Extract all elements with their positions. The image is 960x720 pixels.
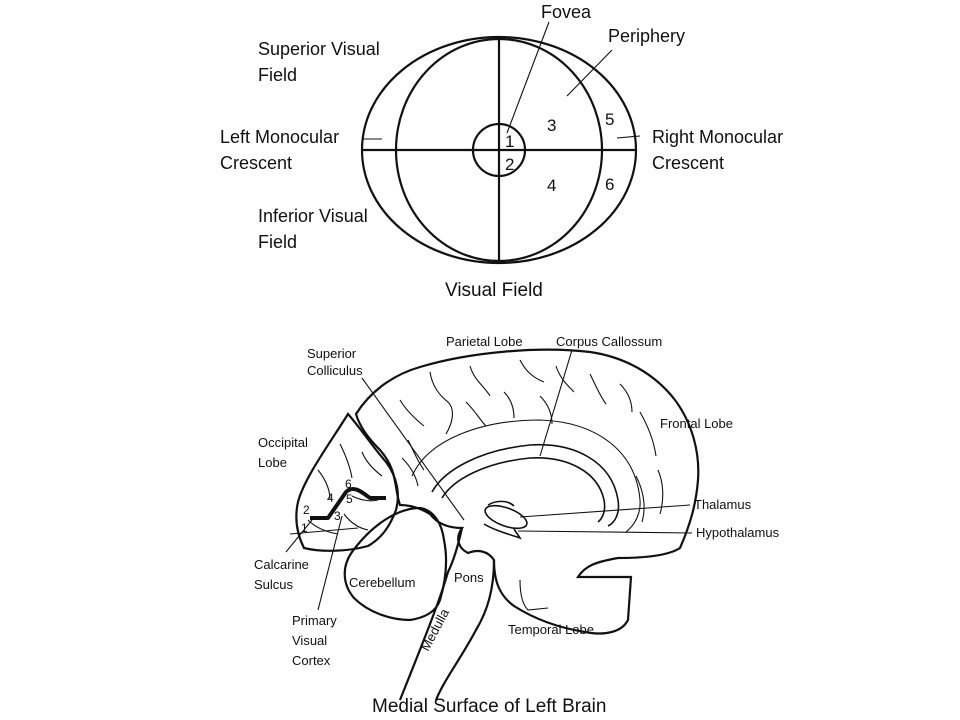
calcarine-pointer	[285, 519, 313, 553]
cerebrum-outline	[354, 348, 700, 635]
fornix-shape	[487, 500, 515, 507]
cingulate-gyrus	[411, 419, 641, 533]
superior-field-label-2: Field	[258, 65, 297, 85]
region-5-label: 5	[605, 110, 614, 129]
pons-label: Pons	[454, 570, 484, 585]
medulla-label: Medulla	[417, 605, 452, 653]
hypothalamus-pointer	[517, 530, 693, 534]
superior-colliculus-label-2: Colliculus	[307, 363, 363, 378]
frontal-lobe-label: Frontal Lobe	[660, 416, 733, 431]
cortex-region-5: 5	[346, 492, 353, 506]
temporal-lobe-label: Temporal Lobe	[508, 622, 594, 637]
region-3-label: 3	[547, 116, 556, 135]
temporal-lobe-fold	[519, 579, 549, 611]
superior-field-label-1: Superior Visual	[258, 39, 380, 59]
right-crescent-label-1: Right Monocular	[652, 127, 783, 147]
cortex-region-1: 1	[301, 521, 308, 535]
visual-field-diagram: 1 2 3 4 5 6 Fovea Periphery Superior Vis…	[220, 2, 783, 301]
right-crescent-pointer	[616, 135, 641, 139]
region-1-label: 1	[505, 132, 514, 151]
cortex-region-6: 6	[345, 477, 352, 491]
calcarine-sulcus-label-1: Calcarine	[254, 557, 309, 572]
occipital-lobe-label-2: Lobe	[258, 455, 287, 470]
parietal-lobe-label: Parietal Lobe	[446, 334, 523, 349]
pons-outline	[398, 527, 464, 701]
hypothalamus-shape	[483, 523, 522, 540]
thalamus-shape	[484, 504, 528, 530]
cortex-region-4: 4	[327, 491, 334, 505]
thalamus-label: Thalamus	[694, 497, 752, 512]
periphery-pointer	[566, 49, 613, 97]
primary-visual-cortex-label-1: Primary	[292, 613, 337, 628]
cortical-sulci	[399, 359, 664, 523]
corpus-callosum-label: Corpus Callossum	[556, 334, 662, 349]
calcarine-sulcus-line	[310, 487, 386, 520]
calcarine-sulcus-label-2: Sulcus	[254, 577, 294, 592]
cortex-region-3: 3	[334, 509, 341, 523]
fovea-circle	[471, 122, 527, 178]
fovea-label: Fovea	[541, 2, 592, 22]
visual-field-title: Visual Field	[445, 280, 543, 301]
primary-visual-cortex-label-2: Visual	[292, 633, 327, 648]
superior-colliculus-pointer	[361, 377, 465, 521]
cerebellum-outline	[343, 506, 448, 622]
cerebellum-label: Cerebellum	[349, 575, 415, 590]
left-crescent-label-2: Crescent	[220, 153, 292, 173]
primary-visual-cortex-label-3: Cortex	[292, 653, 331, 668]
brain-diagram: 1 2 3 4 5 6 Parietal Lobe Corpus Calloss…	[254, 334, 780, 717]
occipital-sulci	[307, 443, 383, 535]
corpus-callosum-outer	[431, 443, 620, 527]
fovea-pointer	[506, 21, 550, 134]
periphery-label: Periphery	[608, 26, 685, 46]
corpus-callosum-inner	[441, 457, 606, 523]
corpus-callosum-pointer	[539, 349, 573, 457]
primary-visual-pointer	[317, 515, 343, 611]
right-crescent-label-2: Crescent	[652, 153, 724, 173]
superior-colliculus-label-1: Superior	[307, 346, 357, 361]
region-2-label: 2	[505, 155, 514, 174]
inferior-field-label-2: Field	[258, 232, 297, 252]
region-6-label: 6	[605, 175, 614, 194]
occipital-lobe-outline	[295, 412, 399, 552]
inferior-field-label-1: Inferior Visual	[258, 206, 368, 226]
region-4-label: 4	[547, 176, 556, 195]
occipital-pointer	[289, 527, 359, 535]
hypothalamus-label: Hypothalamus	[696, 525, 780, 540]
brain-diagram-title: Medial Surface of Left Brain	[372, 696, 606, 717]
thalamus-pointer	[519, 504, 691, 518]
left-crescent-label-1: Left Monocular	[220, 127, 339, 147]
cortex-region-2: 2	[303, 503, 310, 517]
occipital-lobe-label-1: Occipital	[258, 435, 308, 450]
medulla-outline	[434, 559, 496, 701]
